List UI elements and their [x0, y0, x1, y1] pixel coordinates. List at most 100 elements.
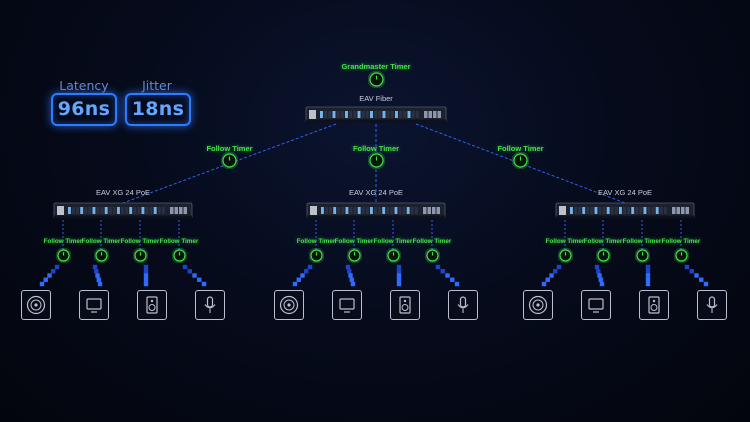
port-timer-label: Follow Timer: [81, 238, 121, 245]
signal-dots: [396, 273, 402, 278]
port-timer-label: Follow Timer: [661, 238, 701, 245]
port-timer-icon: [308, 247, 324, 263]
signal-dots: [96, 277, 101, 282]
signal-dots: [689, 269, 694, 274]
signal-dots: [699, 277, 704, 282]
signal-dots: [645, 269, 651, 274]
signal-dots: [143, 273, 149, 278]
port-timer-icon: [673, 247, 689, 263]
signal-dots: [43, 277, 48, 282]
endpoint-device: [639, 290, 669, 320]
signal-dots: [51, 269, 56, 274]
signal-dots: [39, 281, 45, 287]
port-timer-icon: [93, 247, 109, 263]
endpoint-device: [523, 290, 553, 320]
signal-dots: [396, 281, 402, 287]
port-timer-icon: [55, 247, 71, 263]
speaker-round-icon: [279, 295, 299, 315]
endpoint-device: [195, 290, 225, 320]
port-timer-label: Follow Timer: [583, 238, 623, 245]
signal-dots: [92, 264, 98, 270]
speaker-round-icon: [528, 295, 548, 315]
signal-dots: [599, 281, 605, 287]
branch-switch: [306, 202, 446, 219]
signal-dots: [350, 281, 356, 287]
signal-dots: [556, 264, 562, 270]
signal-dots: [694, 273, 699, 278]
signal-dots: [143, 281, 149, 287]
endpoint-device: [448, 290, 478, 320]
signal-dots: [349, 277, 354, 282]
signal-dots: [345, 264, 351, 270]
branch-timer-label: Follow Timer: [497, 144, 544, 153]
endpoint-device: [274, 290, 304, 320]
port-timer-label: Follow Timer: [545, 238, 585, 245]
port-timer-icon: [557, 247, 573, 263]
jitter-value: 18ns: [125, 93, 191, 126]
branch-switch: [53, 202, 193, 219]
branch-switch-label: EAV XG 24 PoE: [597, 188, 653, 197]
signal-dots: [594, 264, 600, 270]
signal-dots: [703, 281, 709, 287]
signal-dots: [97, 281, 103, 287]
port-timer-icon: [132, 247, 148, 263]
branch-timer-label: Follow Timer: [206, 144, 253, 153]
signal-dots: [396, 269, 402, 274]
signal-dots: [598, 277, 603, 282]
endpoint-device: [332, 290, 362, 320]
signal-dots: [396, 264, 402, 270]
signal-dots: [300, 273, 305, 278]
endpoint-device: [137, 290, 167, 320]
grandmaster-timer-label: Grandmaster Timer: [341, 62, 411, 71]
port-timer-label: Follow Timer: [334, 238, 374, 245]
endpoint-device: [79, 290, 109, 320]
signal-dots: [348, 273, 353, 278]
endpoint-device: [21, 290, 51, 320]
signal-dots: [450, 277, 455, 282]
signal-dots: [396, 277, 402, 282]
signal-dots: [597, 273, 602, 278]
port-timer-label: Follow Timer: [159, 238, 199, 245]
signal-dots: [197, 277, 202, 282]
monitor-icon: [588, 298, 604, 313]
grandmaster-timer-icon: [367, 70, 385, 88]
signal-dots: [54, 264, 60, 270]
speaker-box-icon: [146, 296, 158, 314]
port-timer-label: Follow Timer: [622, 238, 662, 245]
uplink-line: [122, 123, 337, 204]
signal-dots: [143, 269, 149, 274]
signal-dots: [182, 264, 188, 270]
port-timer-icon: [385, 247, 401, 263]
signal-dots: [440, 269, 445, 274]
port-timer-icon: [634, 247, 650, 263]
port-timer-icon: [346, 247, 362, 263]
port-timer-label: Follow Timer: [120, 238, 160, 245]
branch-switch: [555, 202, 695, 219]
signal-dots: [94, 269, 99, 274]
signal-dots: [192, 273, 197, 278]
signal-dots: [596, 269, 601, 274]
signal-dots: [201, 281, 207, 287]
port-timer-icon: [595, 247, 611, 263]
port-timer-label: Follow Timer: [412, 238, 452, 245]
endpoint-device: [697, 290, 727, 320]
signal-dots: [645, 264, 651, 270]
signal-dots: [645, 281, 651, 287]
signal-dots: [143, 264, 149, 270]
signal-dots: [143, 277, 149, 282]
root-switch: [305, 106, 447, 123]
monitor-icon: [339, 298, 355, 313]
endpoint-device: [581, 290, 611, 320]
signal-dots: [187, 269, 192, 274]
signal-dots: [307, 264, 313, 270]
signal-dots: [454, 281, 460, 287]
jitter-label: Jitter: [142, 78, 172, 93]
speaker-box-icon: [648, 296, 660, 314]
signal-dots: [553, 269, 558, 274]
latency-value: 96ns: [51, 93, 117, 126]
branch-timer-icon: [367, 151, 385, 169]
latency-label: Latency: [59, 78, 109, 93]
branch-timer-icon: [512, 151, 529, 169]
branch-timer-label: Follow Timer: [352, 144, 400, 153]
microphone-icon: [706, 296, 718, 313]
